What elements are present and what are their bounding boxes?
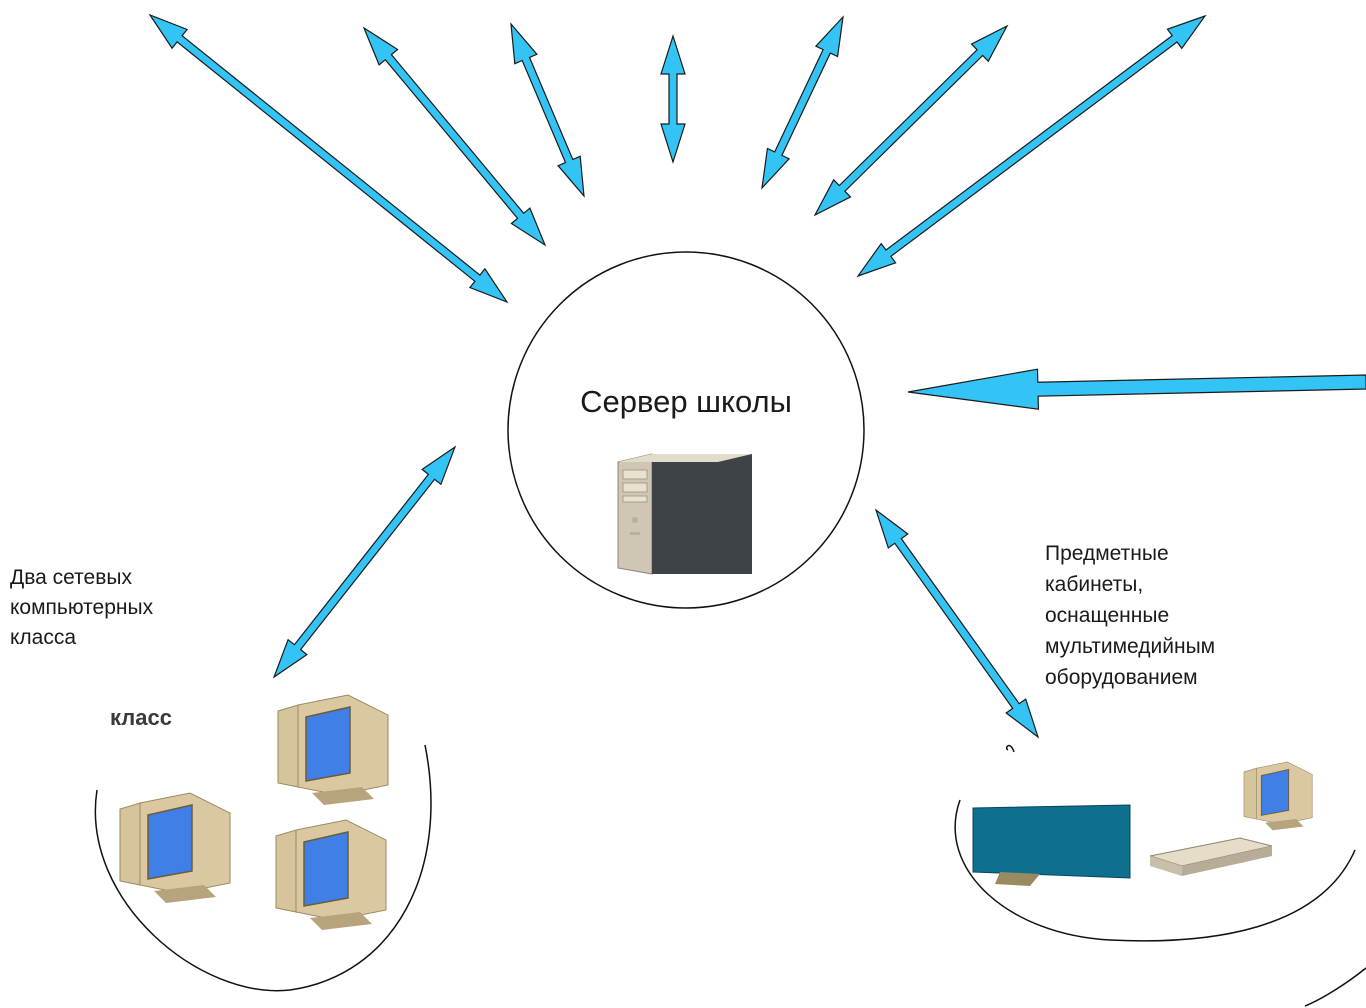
server-title: Сервер школы — [580, 384, 792, 419]
caption-line: Предметные — [1045, 542, 1169, 565]
projector-icon — [1149, 837, 1273, 876]
caption-line: кабинеты, — [1045, 573, 1144, 596]
bidirectional-arrow — [874, 508, 1040, 739]
cabinet-oval — [954, 744, 1366, 1007]
caption-line: класса — [10, 626, 77, 649]
incoming-arrow — [907, 368, 1366, 410]
bidirectional-arrow — [660, 34, 686, 164]
class-label: класс — [110, 705, 172, 730]
bidirectional-arrow — [856, 14, 1207, 278]
computer-icon — [1243, 761, 1313, 831]
caption-line: оборудованием — [1045, 666, 1198, 689]
server-tower-icon — [617, 453, 752, 575]
bidirectional-arrow — [510, 22, 585, 198]
bidirectional-arrow — [272, 445, 457, 679]
caption-line: Два сетевых — [10, 566, 132, 589]
computer-classes-caption: Два сетевых компьютерных класса — [10, 563, 153, 653]
caption-line: компьютерных — [10, 596, 154, 619]
server-circle — [507, 251, 865, 609]
bidirectional-arrow — [813, 24, 1009, 217]
computer-icon — [277, 694, 389, 805]
class-oval — [94, 744, 432, 992]
bidirectional-arrow — [148, 13, 509, 304]
caption-line: оснащенные — [1045, 604, 1170, 627]
bidirectional-arrow — [761, 15, 844, 190]
screen-panel-icon — [972, 804, 1131, 886]
subject-rooms-caption: Предметные кабинеты, оснащенные мультиме… — [1045, 538, 1215, 693]
bidirectional-arrow — [362, 26, 547, 247]
computer-icon — [275, 819, 387, 930]
connection-arrows — [148, 13, 1366, 739]
computer-icon — [119, 792, 231, 903]
caption-line: мультимедийным — [1045, 635, 1216, 658]
